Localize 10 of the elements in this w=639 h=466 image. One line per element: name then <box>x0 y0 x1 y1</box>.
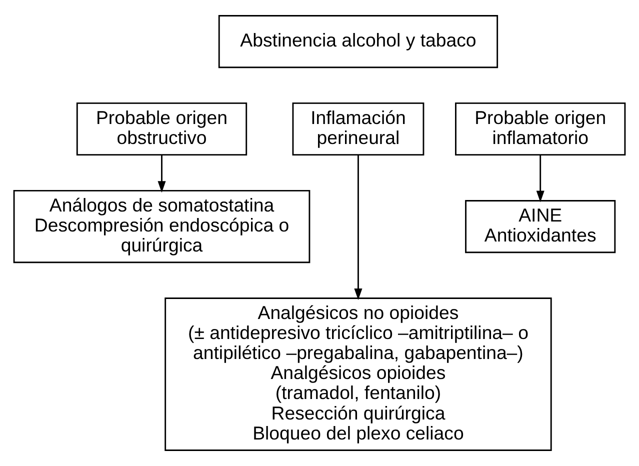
node-box: Probable origen obstructivo <box>76 102 248 156</box>
node-box: Análogos de somatostatina Descompresión endoscópica o quirúrgica <box>13 190 310 264</box>
node-box: AINE Antioxidantes <box>465 200 616 254</box>
node-box: Probable origen inflamatorio <box>455 102 626 156</box>
node-box: Inflamación perineural <box>292 102 424 156</box>
arrow <box>158 155 166 193</box>
node-box: Abstinencia alcohol y tabaco <box>218 15 498 68</box>
node-box: Analgésicos no opioides (± antidepresivo tricíclico –amitriptilina– o antipilético –pregabalina, gabapentina–) Analgésicos opioides (tramadol, fentanilo) Resección quirúrgica Bloqueo del plexo celiaco <box>164 298 552 451</box>
arrow <box>536 155 544 202</box>
arrow <box>354 155 362 300</box>
